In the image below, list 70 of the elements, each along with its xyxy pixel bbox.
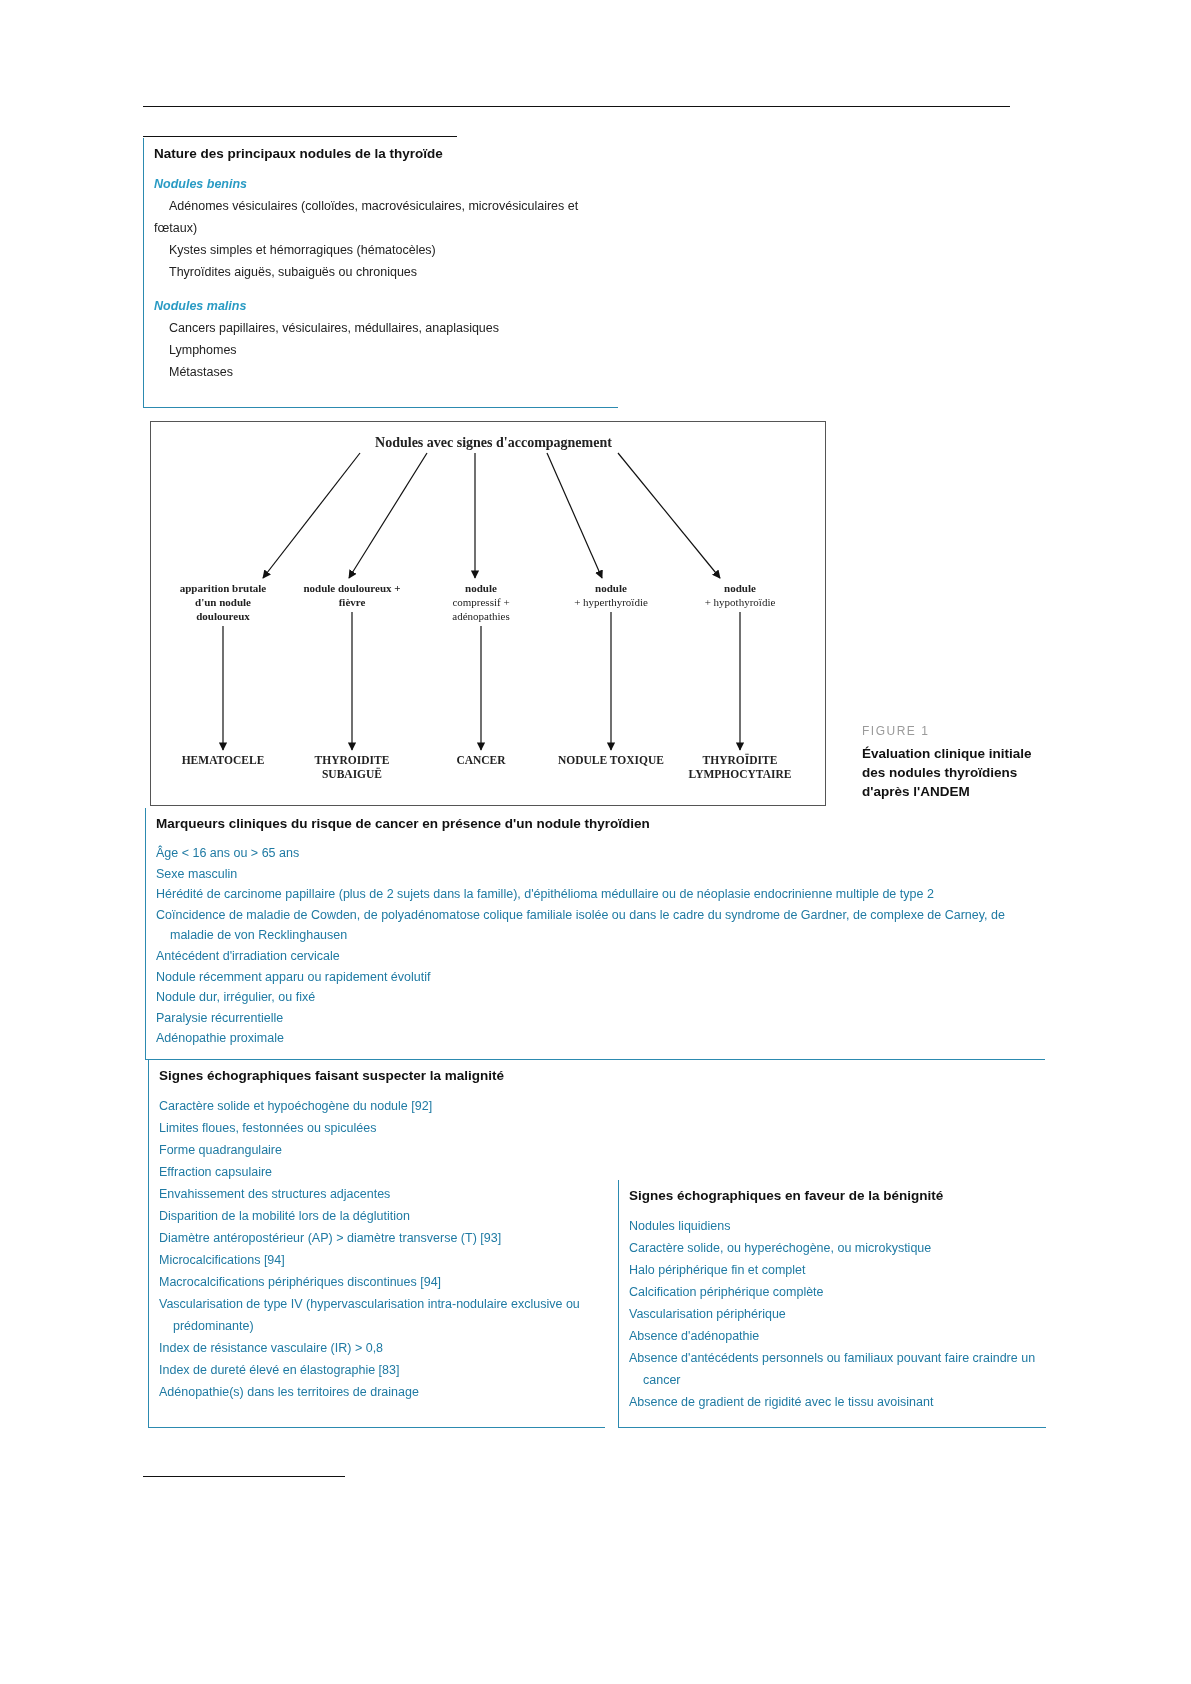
diagnosis-label: HEMATOCELE [159,753,287,767]
arrow [347,611,357,751]
list-item: Index de dureté élevé en élastographie [83] [159,1362,401,1379]
table-panel [143,138,618,408]
list-item: Antécédent d'irradiation cervicale [156,947,341,965]
arrow [470,452,480,579]
table-heading: Nature des principaux nodules de la thyroïde [154,146,444,161]
list-item: Paralysie récurrentielle [156,1009,285,1027]
node-label: nodule + hyperthyroïdie [561,581,661,609]
node-label: nodule douloureux + fièvre [302,581,402,609]
section-heading: Nodules benins [154,176,249,193]
node-label: nodule + hypothyroïdie [690,581,790,609]
figure-caption: Évaluation clinique initiale des nodules thyroïdiens d'après l'ANDEM [862,745,1033,801]
diagnosis-label: THYROIDITE SUBAIGUË [288,753,416,781]
list-item: Macrocalcifications périphériques discontinues [94] [159,1274,443,1291]
figure-label: FIGURE 1 [862,723,931,740]
list-item: Adénopathie proximale [156,1030,285,1048]
section-heading: Nodules malins [154,298,248,315]
node-label: Nodules avec signes d'accompagnement [341,436,646,450]
list-item: Vascularisation de type IV (hypervascularisation intra-nodulaire exclusive ou prédominante) [159,1296,581,1335]
table-panel [145,808,1045,1060]
list-item: Âge < 16 ans ou > 65 ans [156,844,301,862]
list-item: Halo périphérique fin et complet [629,1262,807,1279]
list-item: Limites floues, festonnées ou spiculées [159,1120,378,1137]
list-item: Adénopathie(s) dans les territoires de drainage [159,1384,420,1401]
list-item: Métastases [168,364,234,381]
list-item: Coïncidence de maladie de Cowden, de polyadénomatose colique familiale isolée ou dans le cadre du syndrome de Gardner, de complexe de Carney, de maladie de von Recklinghausen [156,906,1006,945]
list-item: Sexe masculin [156,865,239,883]
list-item: Caractère solide et hypoéchogène du nodule [92] [159,1098,434,1115]
table-panel [618,1180,1046,1428]
arrow [262,452,361,579]
list-item: Absence d'adénopathie [629,1328,761,1345]
list-item: Diamètre antéropostérieur (AP) > diamètre transverse (T) [93] [159,1230,503,1247]
list-item: Index de résistance vasculaire (IR) > 0,8 [159,1340,385,1357]
list-item: Nodule récemment apparu ou rapidement évolutif [156,968,432,986]
list-item: Absence d'antécédents personnels ou familiaux pouvant faire craindre un cancer [629,1350,1036,1389]
list-item: Envahissement des structures adjacentes [159,1186,392,1203]
list-item: Effraction capsulaire [159,1164,274,1181]
arrow [218,625,228,751]
node-label: nodule compressif + adénopathies [431,581,531,623]
list-item: Nodules liquidiens [629,1218,732,1235]
arrow [606,611,616,751]
list-item: Caractère solide, ou hyperéchogène, ou microkystique [629,1240,933,1257]
arrow [546,452,603,579]
list-item: Thyroïdites aiguës, subaiguës ou chroniques [168,264,419,281]
table-panel [148,1060,605,1428]
list-item: Nodule dur, irrégulier, ou fixé [156,989,317,1007]
table-heading: Signes échographiques en faveur de la bénignité [629,1188,945,1203]
list-item: Kystes simples et hémorragiques (hématocèles) [168,242,437,259]
node-label: apparition brutale d'un nodule douloureux [173,581,273,623]
list-item: Hérédité de carcinome papillaire (plus de 2 sujets dans la famille), d'épithélioma médullaire ou de néoplasie endocrinienne multiple de type 2 [156,886,935,904]
list-item: Absence de gradient de rigidité avec le tissu avoisinant [629,1394,935,1411]
diagnosis-label: CANCER [417,753,545,767]
table-heading: Marqueurs cliniques du risque de cancer en présence d'un nodule thyroïdien [156,816,651,831]
list-item: Disparition de la mobilité lors de la déglutition [159,1208,411,1225]
arrow [617,452,721,579]
diagnosis-label: THYROÏDITE LYMPHOCYTAIRE [676,753,804,781]
arrow [735,611,745,751]
table-heading: Signes échographiques faisant suspecter la malignité [159,1068,506,1083]
list-item: Vascularisation périphérique [629,1306,787,1323]
list-item: Forme quadrangulaire [159,1142,283,1159]
list-item: Adénomes vésiculaires (colloïdes, macrovésiculaires, microvésiculaires et fœtaux) [154,198,580,237]
list-item: Cancers papillaires, vésiculaires, médullaires, anaplasiques [168,320,501,337]
diagnosis-label: NODULE TOXIQUE [547,753,675,767]
arrow [476,625,486,751]
list-item: Calcification périphérique complète [629,1284,825,1301]
figure-frame [150,421,826,806]
arrow [348,452,428,579]
list-item: Microcalcifications [94] [159,1252,286,1269]
list-item: Lymphomes [168,342,238,359]
